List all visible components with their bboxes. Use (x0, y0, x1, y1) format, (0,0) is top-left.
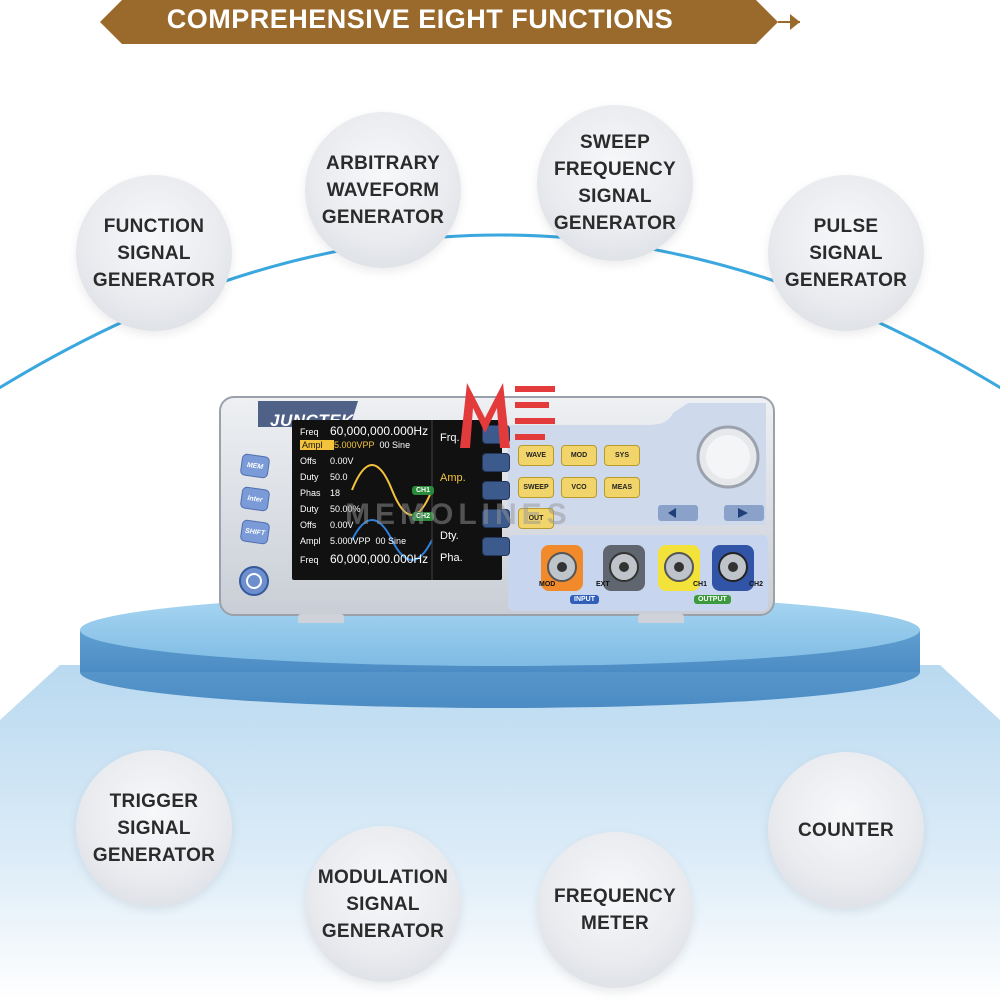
watermark-text: MEMOLINES (345, 498, 572, 531)
wave-type-ch1: 00 Sine (379, 440, 411, 450)
bubble-label: FREQUENCY METER (554, 886, 676, 934)
screen-label: Freq (300, 555, 319, 565)
bubble-label: SWEEP FREQUENCY SIGNAL GENERATOR (553, 132, 677, 234)
ch2-connector (712, 545, 754, 591)
arbitrary-waveform-generator-bubble: ARBITRARY WAVEFORM GENERATOR (305, 112, 461, 268)
softkey-2[interactable] (482, 453, 510, 472)
counter-bubble: COUNTER (768, 752, 924, 908)
ch2-connector-label: CH2 (749, 581, 764, 588)
output-tag: OUTPUT (694, 595, 731, 604)
wave-key[interactable]: WAVE (518, 445, 554, 466)
bubble-label: FUNCTION SIGNAL GENERATOR (92, 215, 216, 291)
ext-connector-label: EXT (596, 581, 610, 588)
offs-value-ch2: 0.00V (330, 520, 354, 530)
freq-value-ch1: 60,000,000.000Hz (330, 424, 429, 438)
duty-value-ch1: 50.0 (330, 472, 348, 482)
ampl-value-ch1: 5.000VPP (334, 440, 375, 450)
offs-value-ch1: 0.00V (330, 456, 354, 466)
screen-label: Freq (300, 427, 319, 437)
ch1-connector (658, 545, 700, 591)
phas-value: 18 (330, 488, 341, 498)
ampl-value-ch2: 5.000VPP (330, 536, 371, 546)
menu-dty: Dty. (440, 530, 459, 542)
ch2-badge: CH2 (412, 512, 435, 521)
screen-label: Duty (300, 504, 319, 514)
sine-wave-yellow (351, 464, 433, 516)
screen-label: Offs (300, 456, 317, 466)
function-signal-generator-bubble: FUNCTION SIGNAL GENERATOR (76, 175, 232, 331)
sys-key[interactable]: SYS (604, 445, 640, 466)
ch1-connector-label: CH1 (693, 581, 708, 588)
screen-label: Ampl (300, 440, 334, 450)
bubble-label: COUNTER (797, 819, 895, 841)
sine-wave-blue (351, 519, 433, 561)
frequency-meter-bubble: FREQUENCY METER (537, 832, 693, 988)
bubble-label: ARBITRARY WAVEFORM GENERATOR (321, 152, 445, 228)
bubble-label: PULSE SIGNAL GENERATOR (784, 215, 908, 291)
banner-title: COMPREHENSIVE EIGHT FUNCTIONS (166, 4, 674, 34)
trigger-signal-generator-bubble: TRIGGER SIGNAL GENERATOR (76, 750, 232, 906)
ch1-badge: CH1 (412, 486, 435, 495)
input-tag: INPUT (570, 595, 599, 604)
shift-button[interactable]: SHIFT (239, 519, 271, 545)
mod-connector-label: MOD (539, 581, 556, 588)
screen-label: Ampl (300, 536, 321, 546)
softkey-5[interactable] (482, 537, 510, 556)
vco-key[interactable]: VCO (561, 477, 597, 498)
bubble-label: TRIGGER SIGNAL GENERATOR (92, 790, 216, 866)
ext-connector (603, 545, 645, 591)
softkey-4[interactable] (482, 509, 510, 528)
mem-button[interactable]: MEM (239, 453, 271, 479)
sweep-frequency-signal-generator-bubble: SWEEP FREQUENCY SIGNAL GENERATOR (537, 105, 693, 261)
power-button (239, 566, 269, 596)
platform-cone (0, 665, 1000, 1000)
freq-value-ch2: 60,000,000.000Hz (330, 552, 429, 566)
bubble-label: MODULATION SIGNAL GENERATOR (317, 866, 449, 942)
mod-key[interactable]: MOD (561, 445, 597, 466)
mod-connector (541, 545, 583, 591)
modulation-signal-generator-bubble: MODULATION SIGNAL GENERATOR (305, 826, 461, 982)
menu-pha: Pha. (440, 552, 463, 564)
memolines-logo (460, 383, 555, 448)
screen-label: Phas (300, 488, 321, 498)
menu-frq: Frq. (440, 432, 460, 444)
out-key[interactable]: OUT (518, 508, 554, 529)
duty-value-ch2: 50.00% (330, 504, 361, 514)
softkey-3[interactable] (482, 481, 510, 500)
sweep-key[interactable]: SWEEP (518, 477, 554, 498)
menu-amp: Amp. (440, 472, 466, 484)
wave-type-ch2: 00 Sine (375, 536, 407, 546)
inter-button[interactable]: Inter (239, 486, 271, 512)
screen-label: Duty (300, 472, 319, 482)
signal-generator-device: JUNCTEK MEM Inter SHIFT Freq60,000,000.0… (218, 395, 776, 623)
pulse-signal-generator-bubble: PULSE SIGNAL GENERATOR (768, 175, 924, 331)
screen-label: Offs (300, 520, 317, 530)
meas-key[interactable]: MEAS (604, 477, 640, 498)
title-banner: COMPREHENSIVE EIGHT FUNCTIONS (100, 0, 800, 46)
